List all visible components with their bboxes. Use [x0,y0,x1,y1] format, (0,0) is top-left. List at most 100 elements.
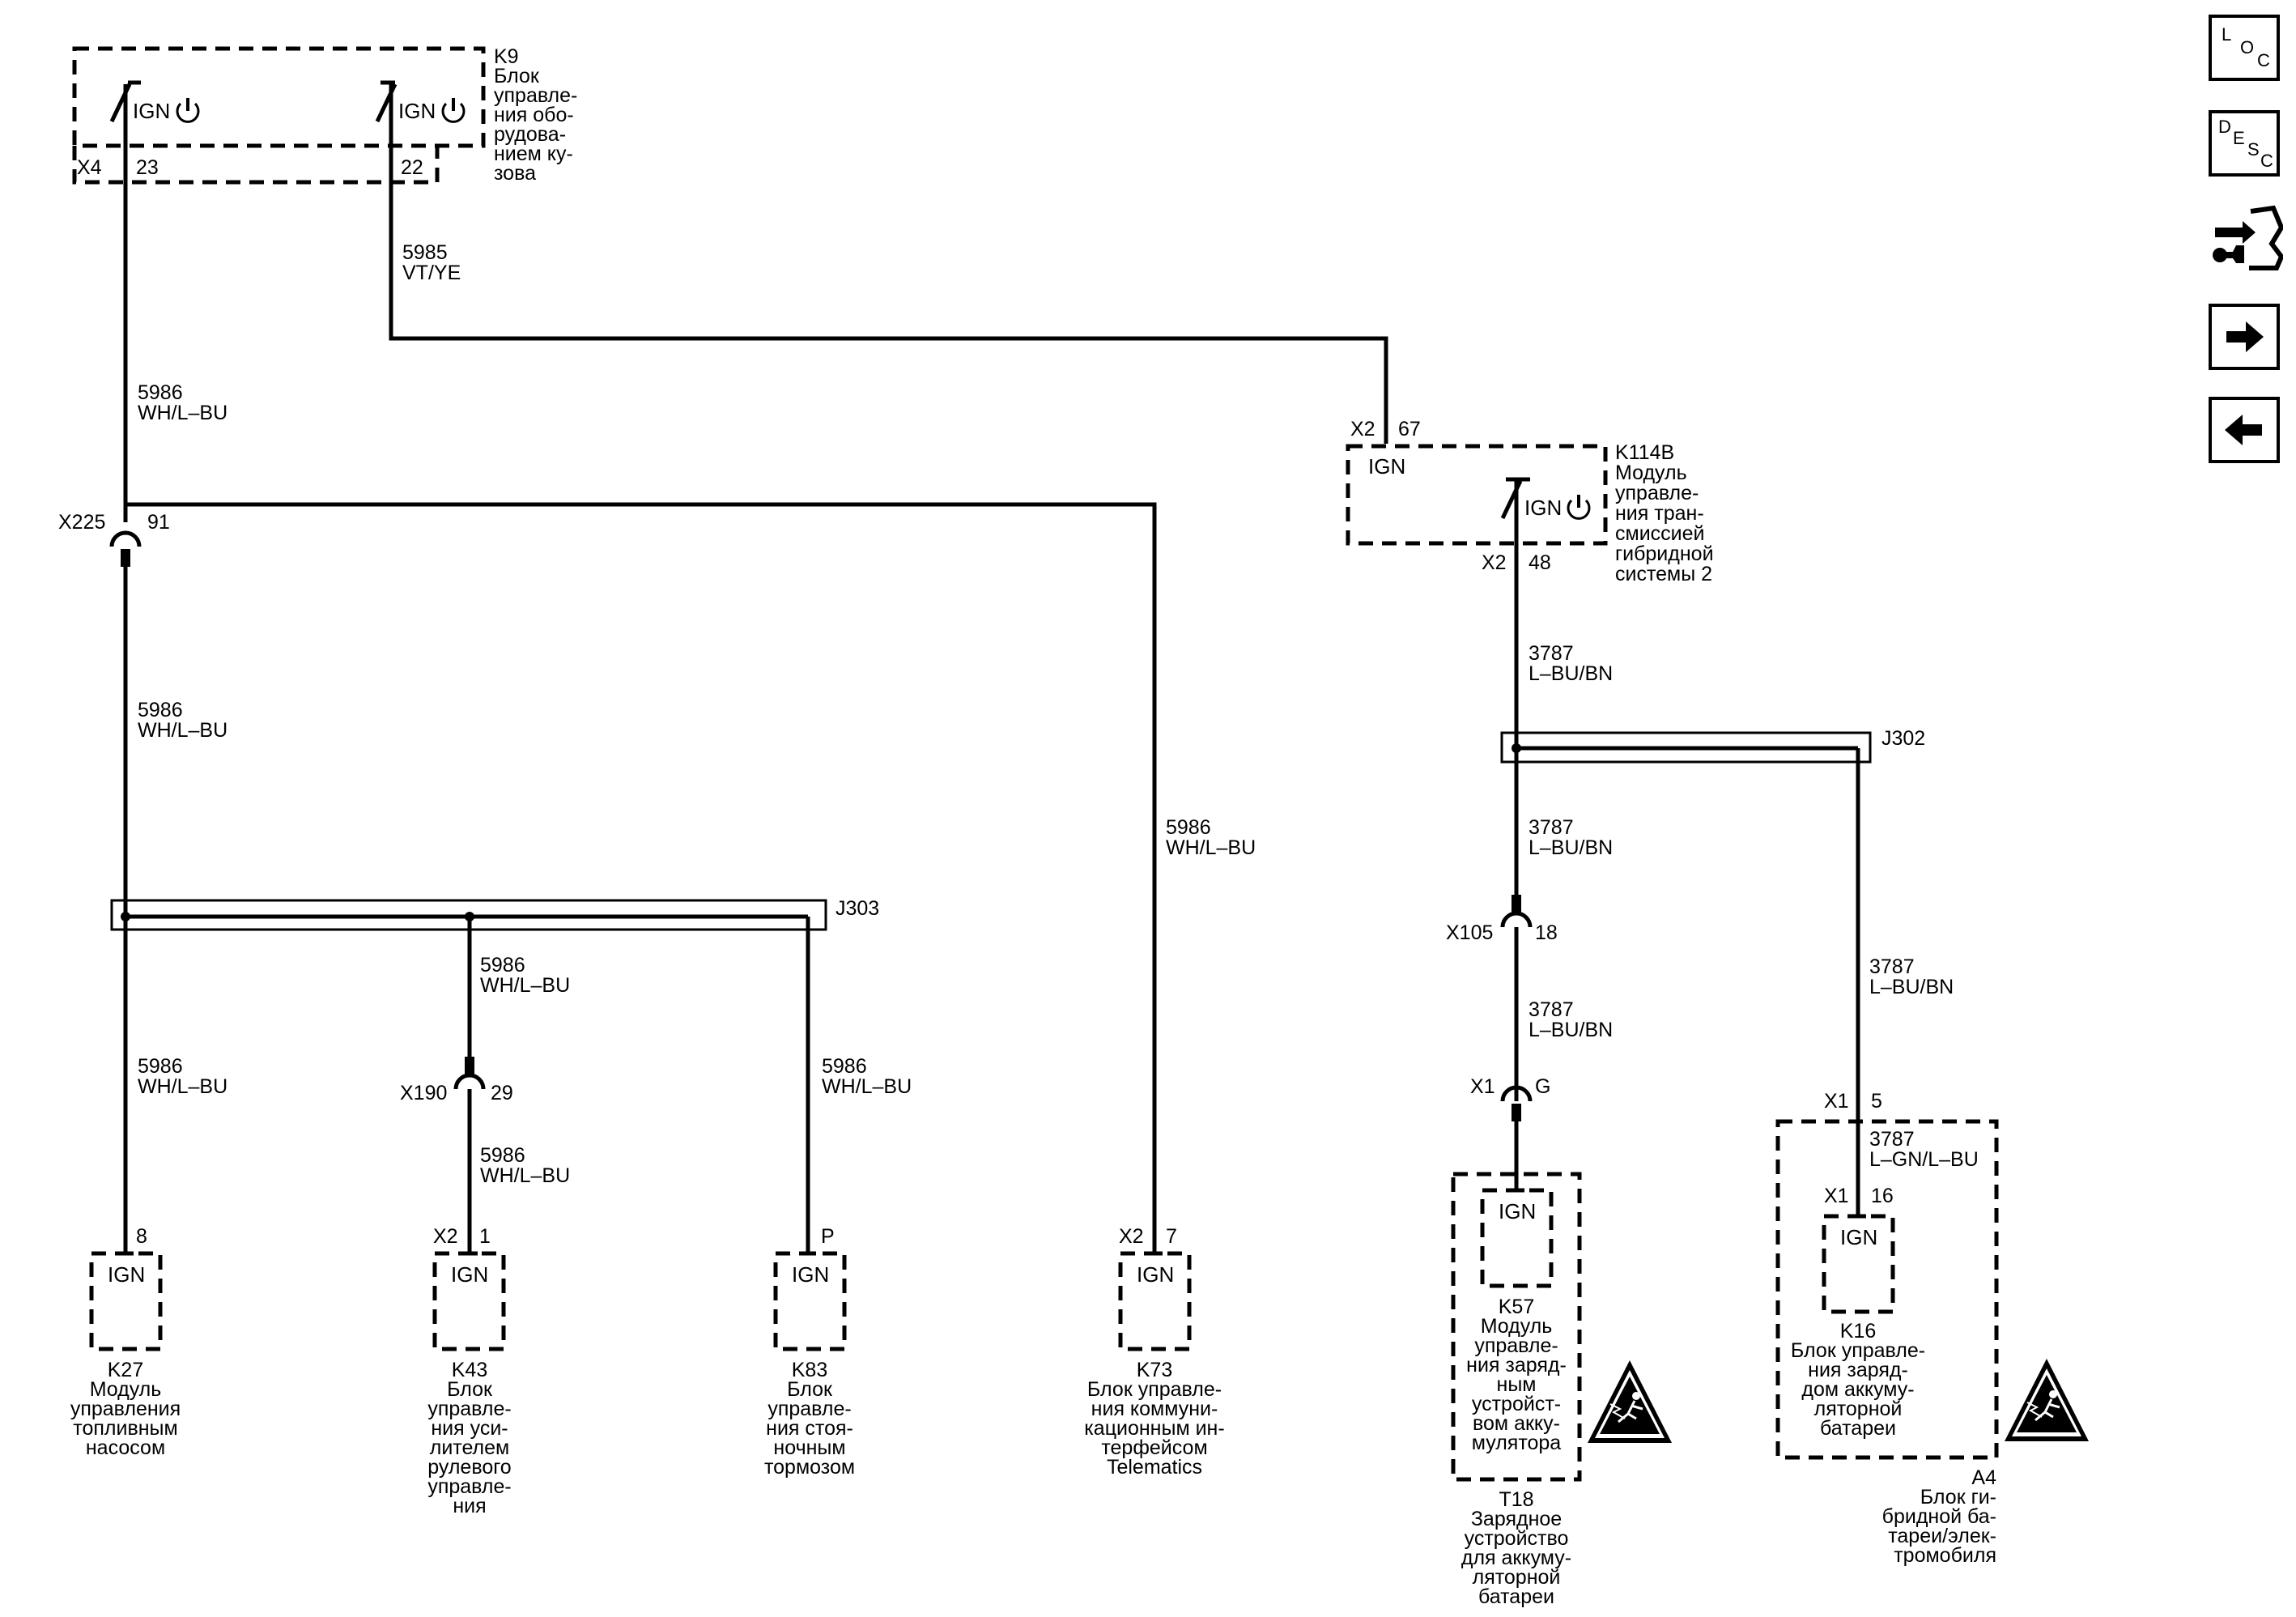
k9-connector-label: X4 [77,156,102,179]
k73-desc-line: кационным ин- [1084,1417,1224,1440]
x190-label: X190 [400,1082,447,1104]
k114b-desc-line: смиссией [1615,522,1705,545]
j302-label: J302 [1881,727,1925,750]
k16-desc-line: Блок управле- [1791,1339,1925,1362]
description-button[interactable]: D E S C [2209,110,2280,177]
k9-ign-1-label: IGN [133,99,170,123]
k16-desc-line: батареи [1820,1417,1896,1440]
wire-3787-color: L–BU/BN [1529,662,1613,685]
k9-module-box [72,46,486,148]
arrow-left-icon [2225,415,2262,445]
k9-desc-line: Блок [494,65,540,87]
k27-desc-line: Модуль [90,1378,162,1401]
loc-letter: C [2257,50,2270,70]
wire-5986-color: WH/L–BU [480,1164,570,1187]
k114b-bottom-connector: X2 [1482,551,1507,574]
location-button[interactable]: L O C [2209,15,2280,81]
k114b-module-box [1346,444,1608,546]
k16-ign-label: IGN [1840,1225,1877,1249]
a4-desc-line: тареи/элек- [1888,1525,1996,1547]
t18-desc-line: ляторной [1473,1566,1561,1589]
k114b-top-connector: X2 [1350,418,1375,440]
desc-letter: C [2260,151,2273,171]
k9-pin-23: 23 [136,156,159,179]
k9-connector-box [72,146,440,185]
k57-desc-line: вом акку- [1473,1412,1560,1435]
service-procedure-button[interactable] [2209,198,2285,279]
k43-desc-line: ния [453,1495,486,1517]
k114b-bottom-pin: 48 [1529,551,1551,574]
loc-letter: O [2240,37,2255,57]
k114b-desc-line: системы 2 [1615,563,1712,585]
wire-5986-number: 5986 [480,954,525,977]
k114b-desc-line: гибридной [1615,543,1714,565]
k73-pin: 7 [1166,1225,1177,1248]
k43-connector: X2 [433,1225,458,1248]
k16-desc-line: ния заряд- [1808,1359,1908,1381]
k27-desc-line: насосом [86,1436,165,1459]
k9-switch-1-blade [109,83,132,123]
x190-connector-symbol [453,1073,486,1090]
wire-5986-color: WH/L–BU [138,1075,227,1098]
k114b-desc-line: управле- [1615,482,1699,504]
k57-desc-line: управле- [1474,1334,1558,1357]
t18-desc-line: устройство [1465,1527,1569,1550]
power-icon [176,98,200,123]
k57-desc-line: ным [1497,1373,1537,1396]
k43-desc-line: рулевого [427,1456,511,1479]
k43-id: K43 [452,1359,487,1381]
x225-label: X225 [58,511,105,534]
k57-desc-line: устройст- [1472,1393,1561,1415]
arrow-right-icon [2226,321,2264,352]
k43-desc-line: ния уси- [431,1417,508,1440]
k27-id: K27 [108,1359,143,1381]
wire-5986-number: 5986 [480,1144,525,1167]
wire-5986-color: WH/L–BU [138,402,227,424]
k83-desc-line: Блок [787,1378,833,1401]
wire-3787-color: L–BU/BN [1529,1019,1613,1041]
k73-desc-line: ния коммуни- [1091,1398,1218,1420]
a4-id: A4 [1971,1466,1996,1489]
k9-id: K9 [494,45,519,68]
k114b-ign-input-label: IGN [1368,454,1405,479]
wire-3787-number: 3787 [1529,816,1574,839]
k57-desc-line: ния заряд- [1466,1354,1567,1377]
k9-ign-2-label: IGN [398,99,436,123]
x105-connector-symbol [1500,911,1533,928]
k9-desc-line: ния обо- [494,104,574,126]
x1g-connector-symbol [1500,1085,1533,1102]
k9-desc-line: управле- [494,84,577,107]
wire-5986-number: 5986 [1166,816,1211,839]
k83-pin: P [821,1225,835,1248]
k9-pin-22: 22 [401,156,423,179]
next-page-button[interactable] [2209,304,2280,370]
t18-desc-line: Зарядное [1471,1508,1562,1530]
k16-pin: 16 [1871,1185,1894,1207]
wire-5986-number: 5986 [822,1055,867,1078]
k27-desc-line: топливным [73,1417,177,1440]
desc-letter: D [2218,117,2231,137]
wire-3787-color: L–BU/BN [1529,836,1613,859]
power-icon [441,98,466,123]
x190-pin: 29 [491,1082,513,1104]
high-voltage-warning-icon [2005,1359,2089,1441]
high-voltage-warning-icon [1588,1360,1672,1443]
t18-id: T18 [1499,1488,1533,1511]
power-icon [1567,495,1591,520]
previous-page-button[interactable] [2209,397,2280,463]
k83-desc-line: ния стоя- [766,1417,853,1440]
a4-device-box [1775,1119,1999,1460]
a4-desc-line: бридной ба- [1882,1505,1996,1528]
wire-3787b-color: L–GN/L–BU [1869,1148,1979,1171]
wire-5986-color: WH/L–BU [1166,836,1256,859]
x1g-label: X1 [1470,1075,1495,1098]
t18-desc-line: для аккуму- [1461,1547,1571,1569]
wire-5986-number: 5986 [138,381,183,404]
t18-desc-line: батареи [1478,1585,1554,1608]
k9-desc-line: рудова- [494,123,566,146]
k73-id: K73 [1137,1359,1172,1381]
k43-desc-line: управле- [427,1475,511,1498]
k83-desc-line: управле- [767,1398,851,1420]
wire-5985-color: VT/YE [402,262,461,284]
